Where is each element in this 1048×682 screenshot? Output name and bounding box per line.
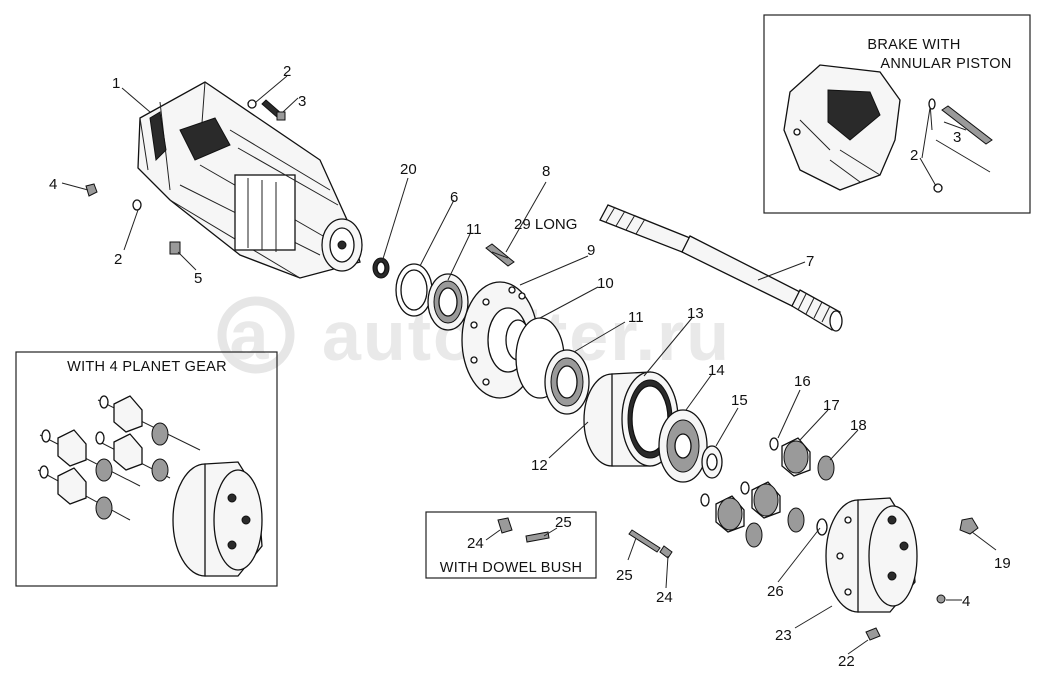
washer-15: [701, 445, 723, 479]
dowel-inset-frame: [425, 511, 597, 579]
callout-17: 17: [823, 397, 840, 414]
callout-22: 22: [838, 653, 855, 670]
callout-25-dowel: 25: [555, 514, 572, 531]
callout-24: 24: [656, 589, 673, 606]
callout-15: 15: [731, 392, 748, 409]
seal-20: [372, 257, 390, 279]
bearing-11-inner: [427, 273, 469, 331]
callout-4b: 4: [962, 593, 970, 610]
callout-16: 16: [794, 373, 811, 390]
callout-14: 14: [708, 362, 725, 379]
callout-3-brake: 3: [953, 129, 961, 146]
brake-inset-title-2: ANNULAR PISTON: [880, 56, 1011, 72]
leader-lines: [61, 75, 997, 655]
dowel-inset-art: [497, 517, 550, 543]
callout-11b: 11: [628, 309, 644, 326]
stud-8: [485, 243, 515, 267]
callout-8: 8: [542, 163, 550, 180]
callout-6: 6: [450, 189, 458, 206]
callout-18: 18: [850, 417, 867, 434]
axle-housing: [137, 81, 363, 279]
callout-10: 10: [597, 275, 614, 292]
callout-13: 13: [687, 305, 704, 322]
planet-inset-title: WITH 4 PLANET GEAR: [67, 359, 227, 375]
brake-inset-frame: [763, 14, 1031, 214]
axle-shaft: [599, 204, 843, 332]
ring-gear-12-13: [583, 371, 679, 467]
planet-inset-art: [37, 395, 263, 577]
callout-2b: 2: [114, 251, 122, 268]
brake-inset-title-1: BRAKE WITH: [867, 37, 960, 53]
callout-23: 23: [775, 627, 792, 644]
note-29-long: 29 LONG: [514, 216, 577, 233]
carrier-23: [825, 497, 918, 613]
callout-9: 9: [587, 242, 595, 259]
svg-text:a: a: [230, 296, 271, 374]
callout-labels: 1 2 3 4 2 5 20 6 11 8 9 10 11 7 13 12 14…: [49, 63, 1011, 670]
seal-ring-6: [395, 263, 433, 317]
callout-2-brake-a: 2: [910, 147, 918, 164]
callout-19: 19: [994, 555, 1011, 572]
callout-24-dowel: 24: [467, 535, 484, 552]
callout-5: 5: [194, 270, 202, 287]
bolt-25-stud: [628, 529, 673, 559]
planet-inset-frame: [15, 351, 278, 587]
callout-20: 20: [400, 161, 417, 178]
callout-11a: 11: [466, 221, 482, 238]
planet-gears: [700, 437, 835, 548]
callout-7: 7: [806, 253, 814, 270]
housing-fasteners: [85, 99, 286, 255]
callout-3: 3: [298, 93, 306, 110]
carrier-14: [658, 409, 708, 483]
bearing-11-outer: [544, 349, 590, 415]
callout-26: 26: [767, 583, 784, 600]
callout-2: 2: [283, 63, 291, 80]
dowel-inset-title: WITH DOWEL BUSH: [440, 560, 583, 576]
carrier-fasteners: [865, 517, 979, 641]
callout-1: 1: [112, 75, 120, 92]
callout-12: 12: [531, 457, 548, 474]
brake-inset-art: [783, 64, 993, 193]
callout-25: 25: [616, 567, 633, 584]
callout-4: 4: [49, 176, 57, 193]
